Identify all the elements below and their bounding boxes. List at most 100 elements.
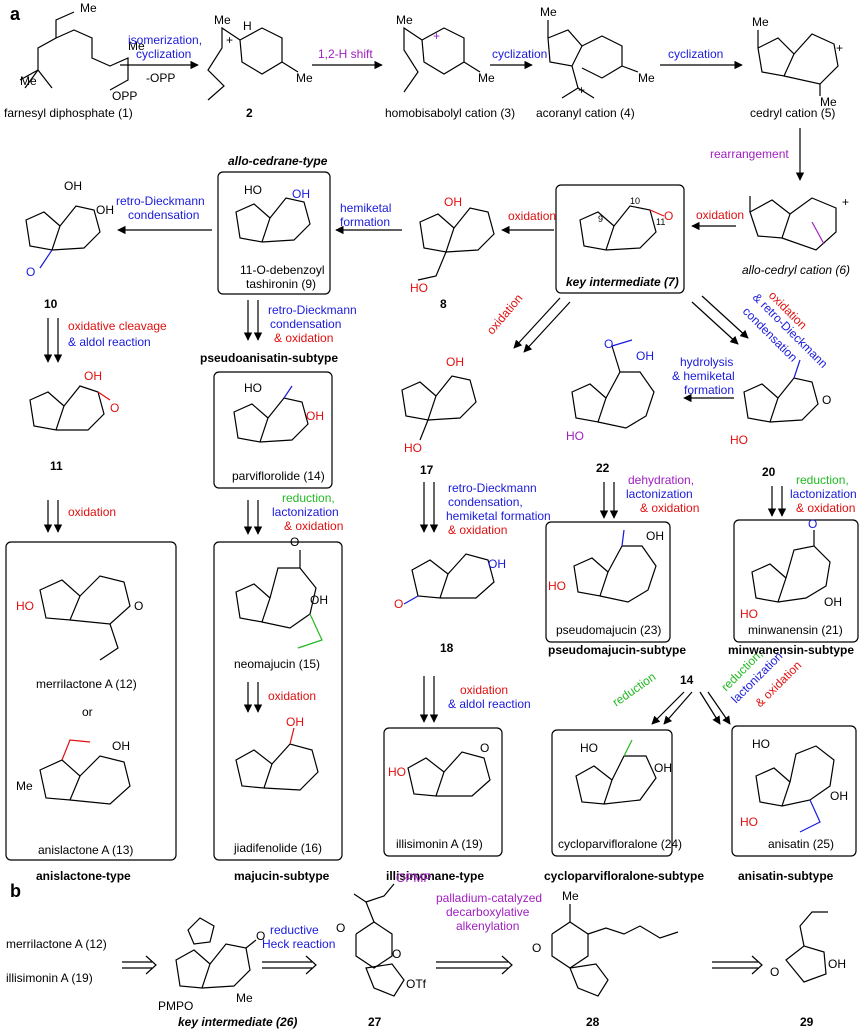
retro-arrow-2 <box>262 955 317 975</box>
atom-label: OH <box>306 409 324 423</box>
step-label: oxidation <box>268 689 316 703</box>
label-compound-20: 20 <box>762 465 776 479</box>
step-label: cyclization <box>492 47 547 61</box>
atom-label: OTf <box>406 977 427 991</box>
arrow-14-to-25 <box>699 691 721 725</box>
step-label: reduction <box>610 670 658 710</box>
label-compound-27: 27 <box>368 1015 382 1029</box>
type-label-pseudomajucin: pseudomajucin-subtype <box>548 643 686 657</box>
atom-label: O <box>822 393 831 407</box>
panel-label-b: b <box>10 881 21 901</box>
atom-label: OH <box>636 349 654 363</box>
atom-label: O <box>808 517 817 531</box>
type-label-anislactone: anislactone-type <box>36 869 131 883</box>
arrow-14-to-25-b <box>707 691 731 725</box>
structure-compound-27 <box>353 883 405 997</box>
structure-compound-28 <box>551 904 679 997</box>
label-b-merrilactone: merrilactone A (12) <box>6 937 107 951</box>
atom-label: HO <box>580 741 598 755</box>
atom-label: HO <box>16 599 34 613</box>
atom-label: O <box>394 597 403 611</box>
atom-label: O <box>664 209 673 223</box>
atom-label: Me <box>128 39 145 53</box>
label-compound-14-branch: 14 <box>680 673 694 687</box>
atom-label: + <box>578 83 585 97</box>
step-label: oxidation <box>696 208 744 222</box>
atom-label: Me <box>80 1 97 15</box>
atom-label: HO <box>740 607 758 621</box>
arrow-7-to-20 <box>701 295 749 339</box>
structure-minwanensin <box>751 530 831 603</box>
atom-label: O <box>26 265 35 279</box>
atom-label: O <box>392 947 401 961</box>
label-compound-1: farnesyl diphosphate (1) <box>4 106 133 120</box>
atom-label: H <box>243 19 252 33</box>
structure-illisimonin-a <box>407 751 491 797</box>
step-label: & hemiketal <box>672 369 735 383</box>
atom-label: O <box>256 929 265 943</box>
step-label: & aldol reaction <box>448 697 531 711</box>
step-label: & oxidation <box>640 501 699 515</box>
atom-label: + <box>836 41 843 55</box>
structure-compound-2 <box>207 26 299 101</box>
step-label: hydrolysis <box>680 355 733 369</box>
atom-label: HO <box>566 429 584 443</box>
label-compound-6: allo-cedryl cation (6) <box>742 263 850 277</box>
atom-label: OH <box>292 187 310 201</box>
step-label: & oxidation <box>274 331 333 345</box>
atom-label: + <box>433 29 440 43</box>
step-label: cyclization <box>136 47 191 61</box>
step-label: oxidation <box>460 683 508 697</box>
atom-number: 11 <box>656 217 665 227</box>
atom-label: OH <box>444 195 462 209</box>
retro-arrow-1 <box>122 955 157 975</box>
box-majucin-subtype <box>213 541 343 861</box>
structure-merrilactone-a <box>39 575 131 661</box>
label-compound-13: anislactone A (13) <box>38 843 133 857</box>
step-label: condensation <box>128 208 199 222</box>
label-compound-15: neomajucin (15) <box>234 657 320 671</box>
box-compound-24 <box>551 729 673 857</box>
structure-compound-10 <box>25 205 101 269</box>
step-label: -OPP <box>146 71 175 85</box>
step-label: hemiketal formation <box>446 509 551 523</box>
atom-label: HO <box>244 381 262 395</box>
box-key-intermediate-7 <box>555 184 685 294</box>
step-label: 1,2-H shift <box>318 47 373 61</box>
arrow-7-to-17-b <box>523 301 571 353</box>
structure-compound-9 <box>235 197 311 243</box>
label-b-illisimonin: illisimonin A (19) <box>6 971 93 985</box>
atom-number: 10 <box>630 196 640 206</box>
atom-label: HO <box>752 737 770 751</box>
type-label-pseudoanisatin: pseudoanisatin-subtype <box>200 351 338 365</box>
structure-homobisabolyl-cation <box>403 26 481 93</box>
atom-label: Me <box>540 5 557 19</box>
atom-label: O <box>480 741 489 755</box>
atom-label: HO <box>404 441 422 455</box>
label-compound-18: 18 <box>440 641 454 655</box>
atom-label: O <box>770 965 779 979</box>
arrow-7-to-17 <box>513 297 561 349</box>
atom-label: O <box>134 599 143 613</box>
label-compound-5: cedryl cation (5) <box>750 106 835 120</box>
label-compound-12: merrilactone A (12) <box>36 677 137 691</box>
step-label: lactonization <box>272 505 339 519</box>
atom-label: + <box>842 195 849 209</box>
label-compound-10: 10 <box>44 297 58 311</box>
atom-label: OPMP <box>396 871 431 885</box>
label-compound-25: anisatin (25) <box>768 837 834 851</box>
atom-label: Me <box>820 95 837 109</box>
label-compound-23: pseudomajucin (23) <box>556 623 661 637</box>
atom-label: OH <box>112 739 130 753</box>
arrow-14-to-24-b <box>663 691 693 725</box>
label-compound-21: minwanensin (21) <box>748 623 843 637</box>
structure-parviflorolide <box>233 385 309 443</box>
box-compound-21 <box>733 519 859 643</box>
atom-label: Me <box>16 779 33 793</box>
step-label: lactonization <box>626 487 693 501</box>
step-label: isomerization, <box>128 33 202 47</box>
arrow-7-to-20-b <box>691 301 739 345</box>
step-label: decarboxylative <box>446 905 530 919</box>
step-label: rearrangement <box>710 147 789 161</box>
